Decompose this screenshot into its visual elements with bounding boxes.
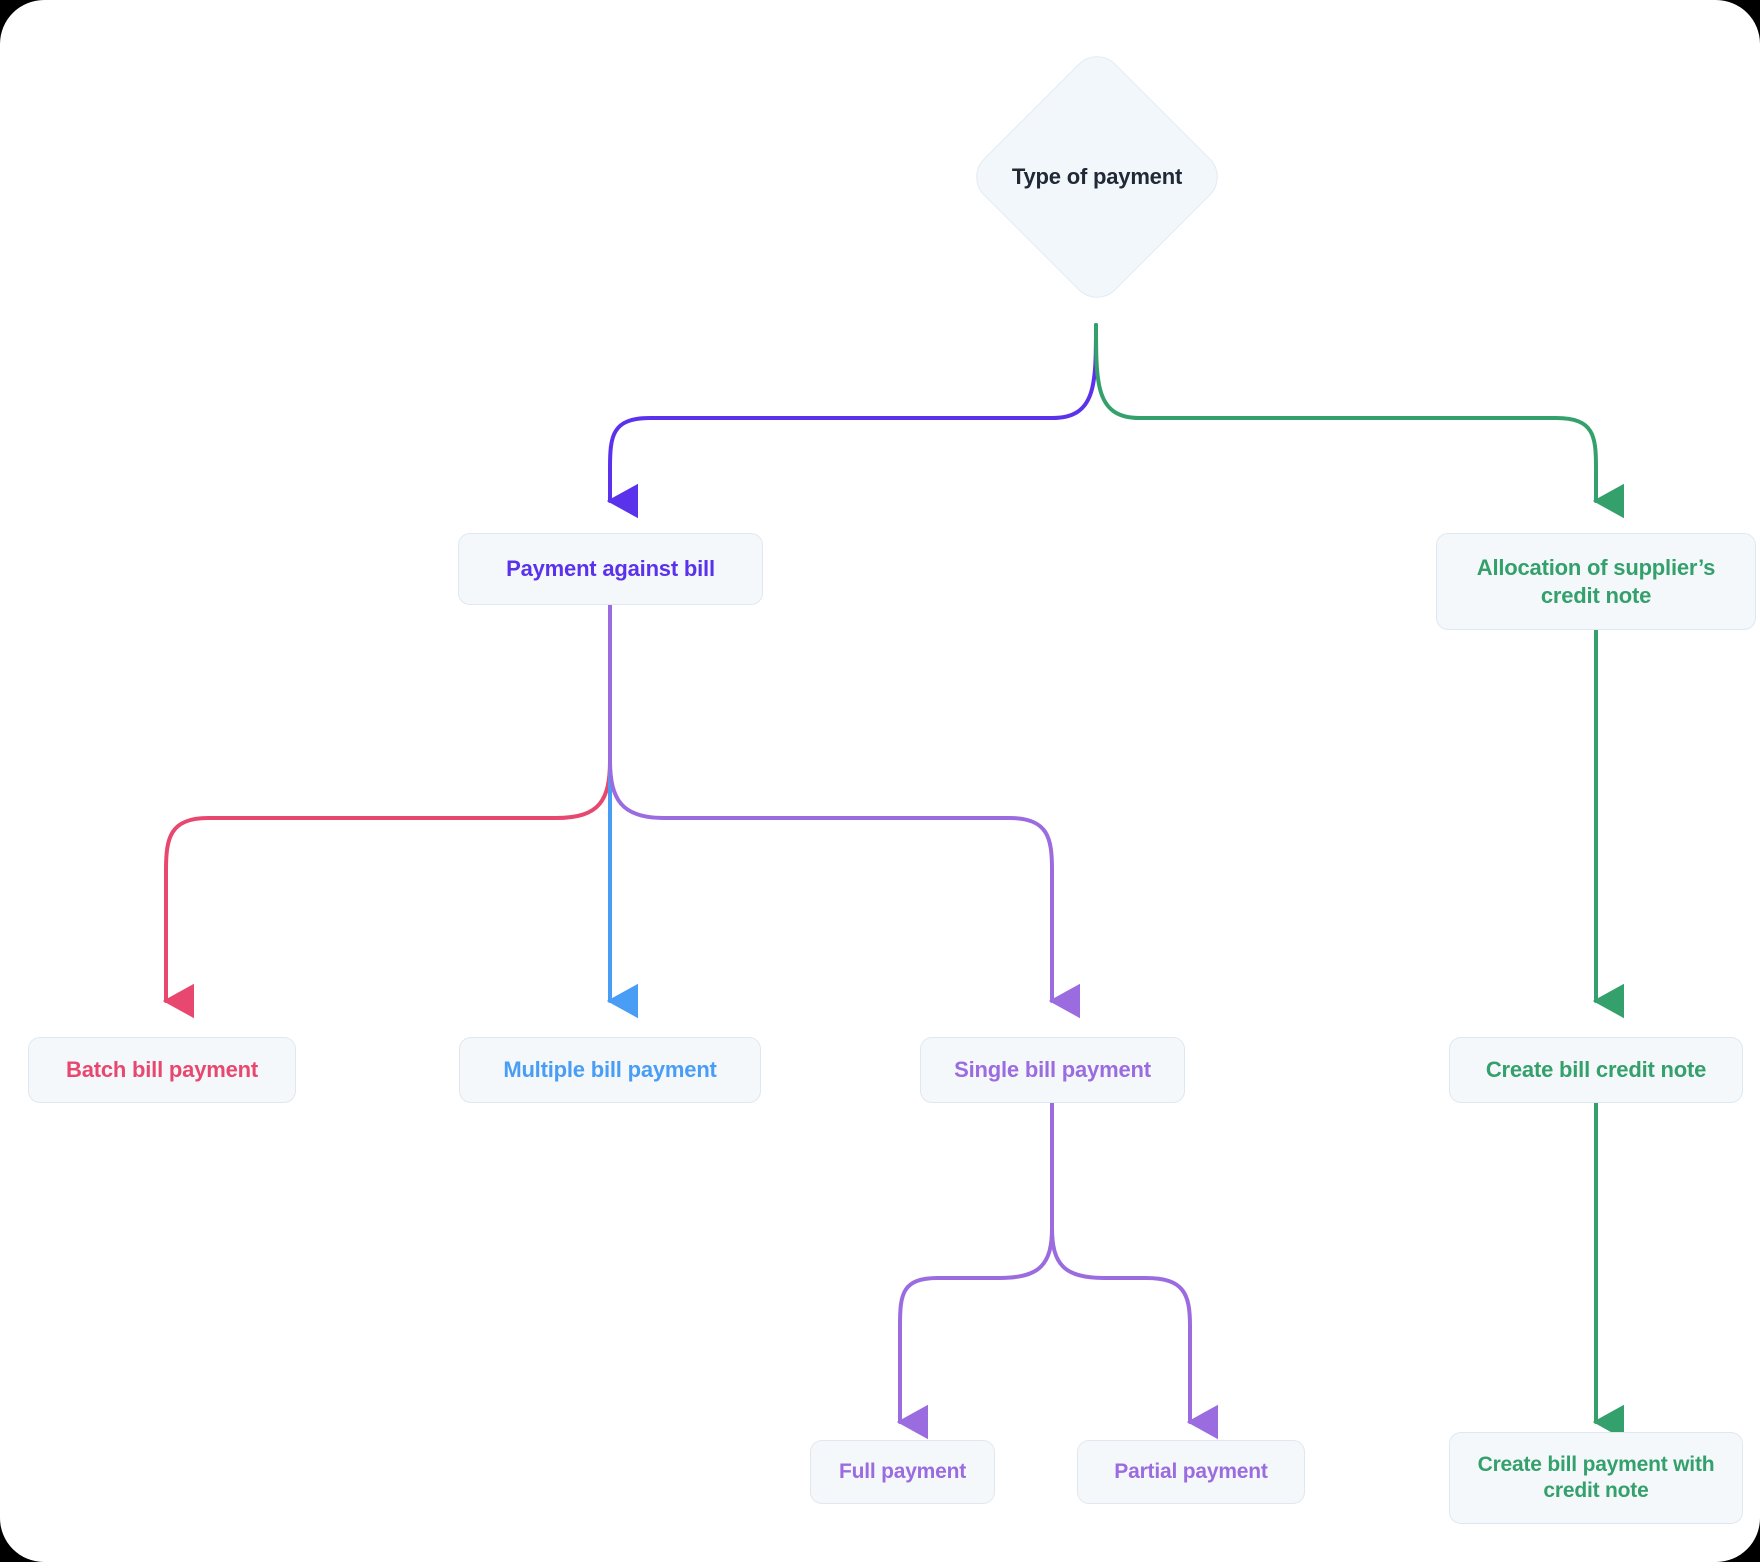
node-create-bill-credit-note[interactable]: Create bill credit note [1449,1037,1743,1103]
node-full-payment[interactable]: Full payment [810,1440,995,1504]
node-partial-payment-label: Partial payment [1114,1459,1268,1483]
node-root-label: Type of payment [1011,164,1183,189]
node-full-payment-label: Full payment [838,1459,967,1483]
edge-root-to-allocation [1094,323,1624,519]
node-batch-bill-payment-label: Batch bill payment [66,1057,258,1083]
edge-root-to-payment-against-bill [606,323,1098,519]
node-multiple-bill-payment-label: Multiple bill payment [503,1057,717,1083]
node-partial-payment[interactable]: Partial payment [1077,1440,1305,1504]
node-allocation-label: Allocation of supplier’s credit note [1476,555,1716,608]
node-single-bill-payment[interactable]: Single bill payment [920,1037,1185,1103]
node-multiple-bill-payment[interactable]: Multiple bill payment [459,1037,761,1103]
node-create-bill-payment-with-credit-note[interactable]: Create bill payment with credit note [1449,1432,1743,1524]
node-batch-bill-payment[interactable]: Batch bill payment [28,1037,296,1103]
node-allocation[interactable]: Allocation of supplier’s credit note [1436,533,1756,630]
node-create-bill-payment-with-credit-note-label: Create bill payment with credit note [1477,1452,1715,1502]
node-payment-against-bill-label: Payment against bill [506,556,715,582]
edge-single-to-partial [1050,1101,1218,1440]
node-single-bill-payment-label: Single bill payment [954,1057,1151,1083]
edge-single-to-full [896,1101,1054,1440]
node-create-bill-credit-note-label: Create bill credit note [1485,1057,1707,1083]
edge-payment-against-bill-to-single [608,603,1080,1019]
edge-payment-against-bill-to-batch [162,603,612,1019]
node-payment-against-bill[interactable]: Payment against bill [458,533,763,605]
